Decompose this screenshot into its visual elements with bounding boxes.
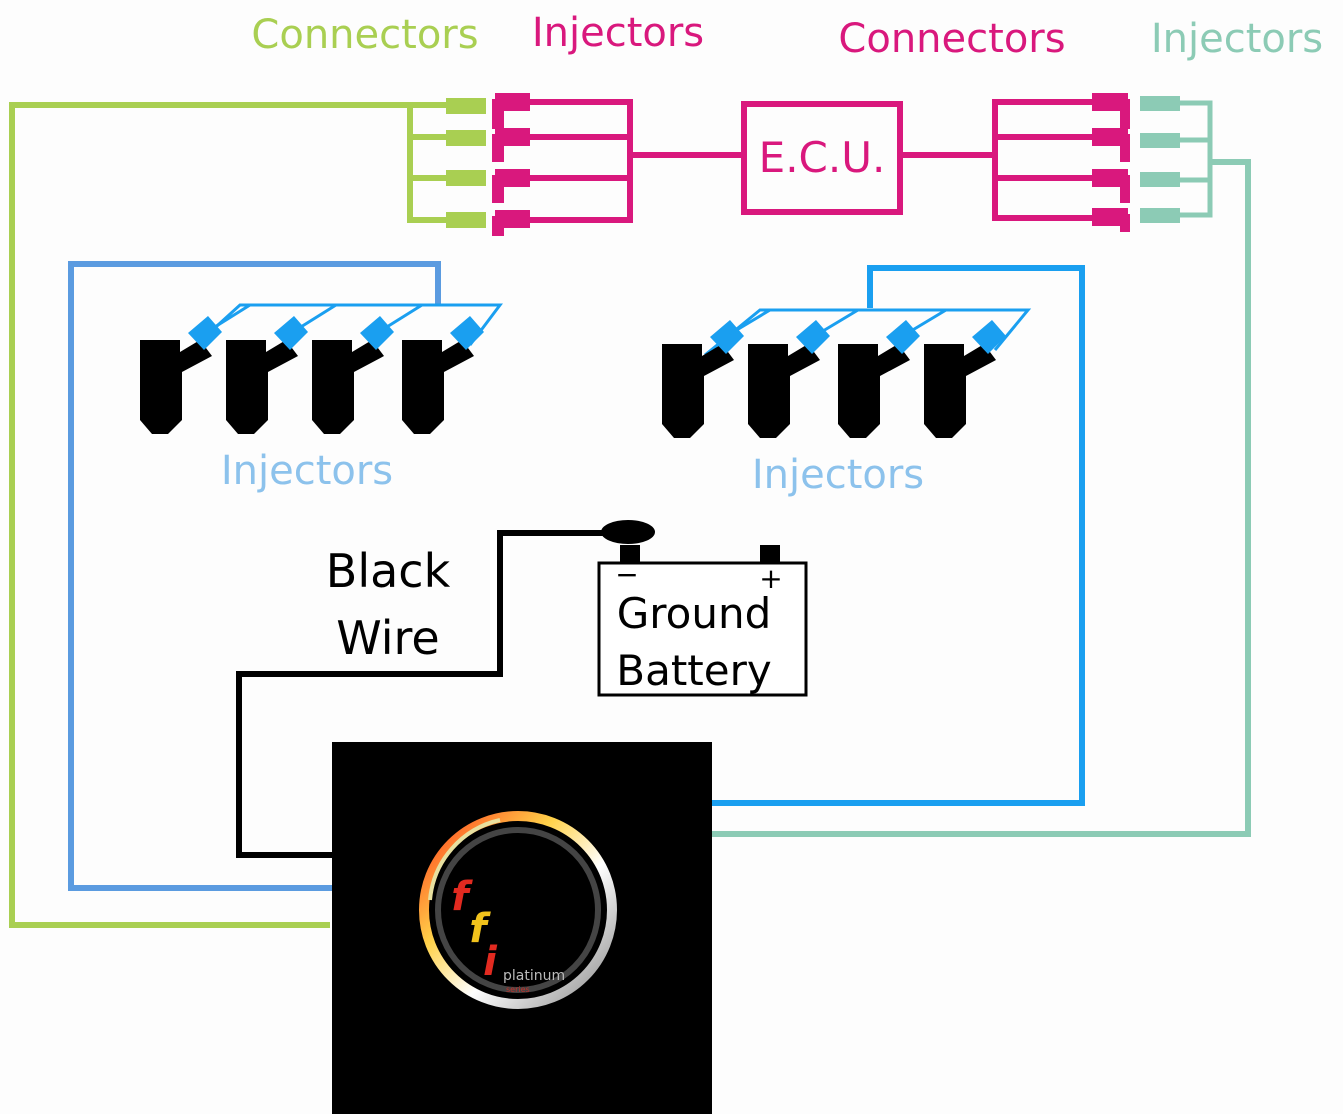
injector-icon: [402, 316, 484, 434]
injector-icon: [662, 320, 744, 438]
injector-icon: [312, 316, 394, 434]
injectors-label-bank-right: Injectors: [752, 452, 924, 498]
connectors-label-left: Connectors: [251, 12, 478, 58]
battery-label-line1: Ground: [617, 589, 772, 638]
battery-plus: +: [759, 562, 782, 595]
black-wire: [236, 530, 605, 858]
controller-box: [332, 742, 712, 1114]
injectors-label-top-right: Injectors: [1151, 16, 1323, 62]
black-wire-label-line1: Black: [326, 544, 451, 598]
logo-subcaption: series: [506, 985, 530, 994]
battery-minus: −: [615, 558, 638, 591]
logo-caption: platinum: [503, 968, 565, 984]
green-connector-plugs: [446, 98, 486, 228]
injector-bank-left: [140, 303, 503, 434]
injector-icon: [748, 320, 830, 438]
left-magenta-connectors: [492, 93, 633, 236]
ground-battery: [597, 545, 808, 697]
battery-terminal-clamp: [601, 520, 655, 544]
injector-bank-right: [662, 308, 1032, 438]
teal-wire: [712, 159, 1251, 837]
green-wire: [9, 102, 460, 928]
injector-icon: [924, 320, 1006, 438]
logo-letter-i: i: [483, 939, 498, 985]
blue-wire-right: [712, 265, 1085, 806]
logo-letter-f2: f: [469, 906, 491, 952]
injector-icon: [838, 320, 920, 438]
ffi-logo: f f i platinum series: [419, 811, 617, 1009]
injectors-label-bank-left: Injectors: [221, 448, 393, 494]
ecu-label: E.C.U.: [759, 133, 886, 182]
injectors-label-top-left: Injectors: [532, 10, 704, 56]
green-connector-rail: [407, 105, 460, 223]
teal-connector-plugs: [1140, 96, 1180, 223]
injector-icon: [226, 316, 308, 434]
injector-icon: [140, 316, 222, 434]
teal-connector-rail: [1175, 100, 1213, 218]
battery-label-line2: Battery: [616, 646, 771, 695]
blue-wire-left: [68, 261, 441, 891]
logo-letter-f1: f: [451, 874, 473, 920]
black-wire-label-line2: Wire: [336, 611, 439, 665]
right-magenta-connectors: [992, 93, 1130, 232]
connectors-label-right: Connectors: [838, 16, 1065, 62]
